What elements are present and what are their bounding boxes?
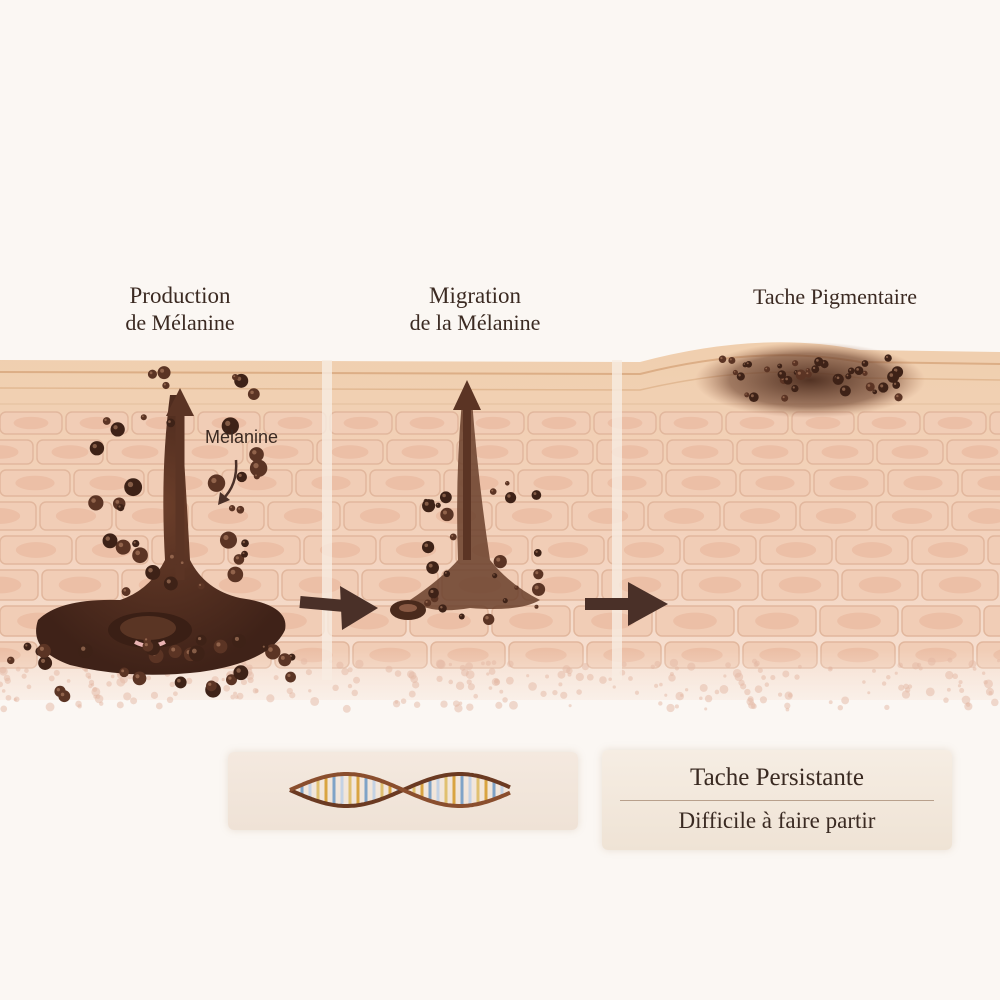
arrow-right-icon xyxy=(585,582,668,626)
info-box-subtitle: Difficile à faire partir xyxy=(678,808,876,833)
cell xyxy=(591,469,663,497)
cell xyxy=(961,469,1000,497)
cell xyxy=(361,569,439,601)
cell xyxy=(607,535,681,565)
cell xyxy=(987,535,1000,565)
cell xyxy=(596,439,664,465)
cell xyxy=(951,501,1000,531)
cell xyxy=(921,569,999,601)
cell xyxy=(666,439,734,465)
cell xyxy=(761,569,839,601)
cell xyxy=(835,535,909,565)
arrow-right-icon xyxy=(299,586,378,630)
cell xyxy=(739,469,811,497)
cell xyxy=(655,605,735,637)
cell xyxy=(571,501,645,531)
cell xyxy=(41,569,119,601)
stage-production-line1: Production xyxy=(129,283,231,308)
dermis-dots xyxy=(0,656,1000,713)
cell xyxy=(526,439,594,465)
info-box-title: Tache Persistante xyxy=(690,764,864,791)
arrow-up-icon xyxy=(453,380,481,410)
cell xyxy=(0,469,71,497)
cell xyxy=(876,439,944,465)
cell xyxy=(0,439,34,465)
cell xyxy=(737,605,817,637)
cell xyxy=(0,569,39,601)
cell xyxy=(517,469,589,497)
info-box-divider xyxy=(620,800,934,801)
cell xyxy=(379,535,453,565)
cell xyxy=(106,439,174,465)
cell xyxy=(395,411,459,435)
cell xyxy=(191,501,265,531)
arrow-up-icon xyxy=(166,388,194,580)
cell xyxy=(531,535,605,565)
cell xyxy=(0,501,37,531)
melanin-callout-label: Mélanine xyxy=(205,427,279,447)
cell xyxy=(659,411,723,435)
cell xyxy=(806,439,874,465)
cell xyxy=(841,569,919,601)
cell xyxy=(343,501,417,531)
stage-migration-label: Migration de la Mélanine xyxy=(360,282,590,336)
cell xyxy=(759,535,833,565)
cell xyxy=(989,411,1000,435)
cell xyxy=(946,439,1000,465)
cell xyxy=(813,469,885,497)
cell xyxy=(527,411,591,435)
stage-production-label: Production de Mélanine xyxy=(70,282,290,336)
cell xyxy=(593,411,657,435)
persistent-spot-box: Tache Persistante Difficile à faire part… xyxy=(602,750,952,850)
cell xyxy=(983,605,1000,637)
cell xyxy=(491,605,571,637)
cell xyxy=(461,411,525,435)
melanin-granules xyxy=(7,366,296,703)
cell xyxy=(736,439,804,465)
stage-migration-line2: de la Mélanine xyxy=(409,309,541,335)
cell xyxy=(901,605,981,637)
cell xyxy=(683,535,757,565)
cell xyxy=(725,411,789,435)
cell xyxy=(681,569,759,601)
dna-panel xyxy=(228,752,578,830)
cell xyxy=(875,501,949,531)
cell xyxy=(0,411,63,435)
cell xyxy=(923,411,987,435)
stage-pigment-spot-label: Tache Pigmentaire xyxy=(752,284,917,309)
melanin-migration xyxy=(390,380,540,620)
cell xyxy=(246,439,314,465)
cell xyxy=(263,411,327,435)
cell xyxy=(316,439,384,465)
cell xyxy=(799,501,873,531)
cell xyxy=(723,501,797,531)
cell xyxy=(0,535,73,565)
stage-migration-line1: Migration xyxy=(429,283,521,308)
cell xyxy=(665,469,737,497)
melanocyte-production xyxy=(36,395,286,675)
cell xyxy=(369,469,441,497)
cell xyxy=(303,535,377,565)
cell xyxy=(495,501,569,531)
cell xyxy=(647,501,721,531)
cell xyxy=(887,469,959,497)
cell xyxy=(819,605,899,637)
cell xyxy=(857,411,921,435)
cell xyxy=(329,411,393,435)
cell xyxy=(386,439,454,465)
cell xyxy=(911,535,985,565)
stage-production-line2: de Mélanine xyxy=(125,309,235,335)
